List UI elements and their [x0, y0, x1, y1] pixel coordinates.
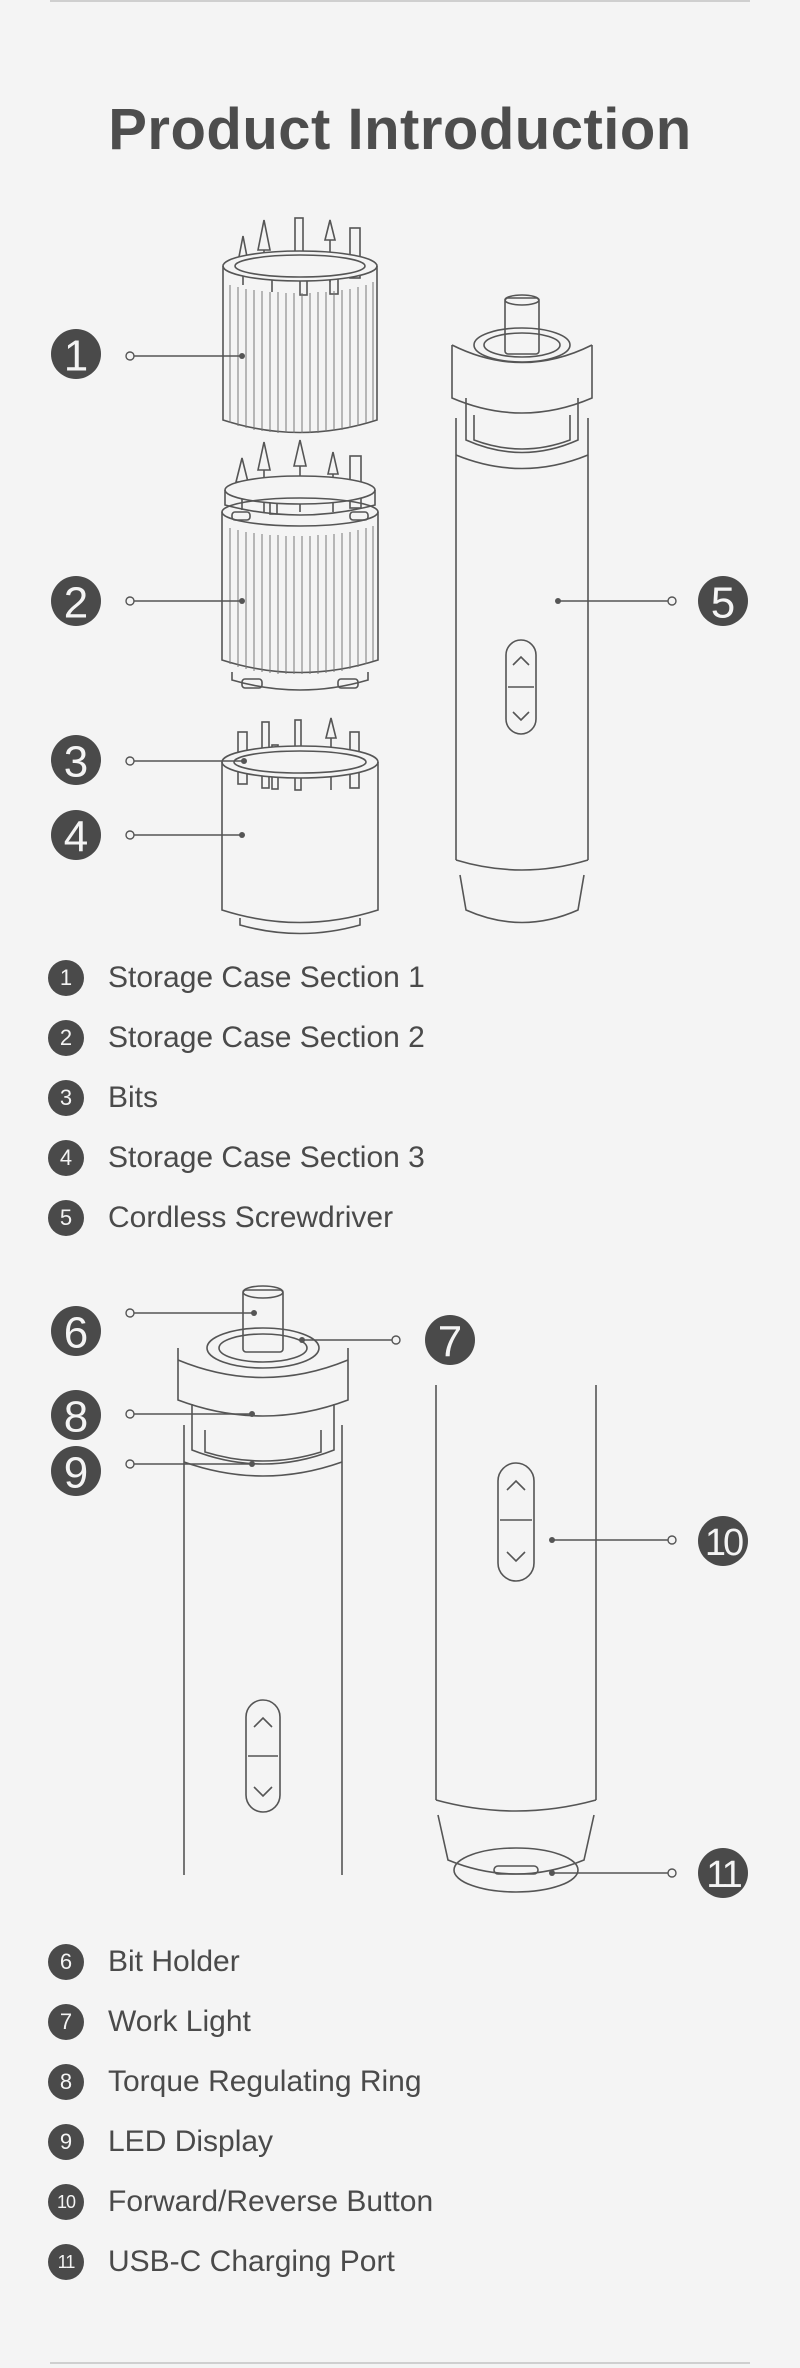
legend-item-1: 1 Storage Case Section 1: [48, 958, 425, 998]
exploded-view-diagram: 1 2 3 4 5: [51, 217, 748, 935]
legend-number: 11: [48, 2244, 84, 2280]
legend-number: 9: [48, 2124, 84, 2160]
legend-label: LED Display: [108, 2125, 274, 2158]
bottom-divider: [50, 2362, 750, 2364]
legend-label: Work Light: [108, 2005, 251, 2038]
legend-item-5: 5 Cordless Screwdriver: [48, 1198, 393, 1238]
legend-number: 4: [48, 1140, 84, 1176]
detail-view-diagram: 6 7 8 9 10 11: [51, 1285, 748, 1898]
svg-text:1: 1: [64, 332, 88, 381]
svg-text:5: 5: [711, 579, 735, 628]
callout-5: 5: [698, 576, 748, 628]
callout-3: 3: [51, 735, 101, 787]
legend-label: Storage Case Section 2: [108, 1021, 425, 1054]
legend-label: Storage Case Section 1: [108, 961, 425, 994]
top-divider: [50, 0, 750, 2]
legend-item-3: 3 Bits: [48, 1078, 158, 1118]
callout-7: 7: [425, 1315, 475, 1367]
legend-item-6: 6 Bit Holder: [48, 1942, 240, 1982]
svg-text:3: 3: [64, 738, 88, 787]
legend-number: 3: [48, 1080, 84, 1116]
legend-item-7: 7 Work Light: [48, 2002, 251, 2042]
callout-11: 11: [698, 1848, 748, 1898]
legend-label: Bit Holder: [108, 1945, 240, 1978]
storage-case-section-1: [222, 250, 378, 434]
legend-item-8: 8 Torque Regulating Ring: [48, 2062, 422, 2102]
screwdriver-front-illustration: [177, 1285, 349, 1875]
legend-number: 2: [48, 1020, 84, 1056]
legend-label: Torque Regulating Ring: [108, 2065, 422, 2098]
legend-item-4: 4 Storage Case Section 3: [48, 1138, 425, 1178]
legend-label: Forward/Reverse Button: [108, 2185, 434, 2218]
page-title: Product Introduction: [108, 97, 692, 162]
legend-label: Cordless Screwdriver: [108, 1201, 394, 1234]
svg-text:6: 6: [64, 1309, 88, 1358]
legend-number: 10: [48, 2184, 84, 2220]
legend-item-2: 2 Storage Case Section 2: [48, 1018, 425, 1058]
legend-number: 7: [48, 2004, 84, 2040]
legend-label: Storage Case Section 3: [108, 1141, 425, 1174]
callout-10: 10: [698, 1516, 748, 1566]
svg-text:10: 10: [705, 1522, 743, 1564]
svg-text:4: 4: [64, 813, 88, 862]
callout-8: 8: [51, 1390, 101, 1442]
callout-6: 6: [51, 1306, 101, 1358]
legend-top: 1 Storage Case Section 1 2 Storage Case …: [48, 958, 748, 1258]
cordless-screwdriver-illustration: [451, 294, 593, 924]
legend-bottom: 6 Bit Holder 7 Work Light 8 Torque Regul…: [48, 1942, 748, 2302]
svg-text:2: 2: [64, 579, 88, 628]
svg-text:11: 11: [706, 1854, 741, 1896]
svg-text:7: 7: [438, 1318, 462, 1367]
legend-item-11: 11 USB-C Charging Port: [48, 2242, 395, 2282]
legend-number: 1: [48, 960, 84, 996]
legend-number: 8: [48, 2064, 84, 2100]
callout-2: 2: [51, 576, 101, 628]
legend-number: 6: [48, 1944, 84, 1980]
legend-item-9: 9 LED Display: [48, 2122, 273, 2162]
svg-text:9: 9: [64, 1449, 88, 1498]
storage-case-section-2: [221, 475, 379, 691]
legend-label: Bits: [108, 1081, 159, 1114]
legend-number: 5: [48, 1200, 84, 1236]
callout-9: 9: [51, 1446, 101, 1498]
legend-item-10: 10 Forward/Reverse Button: [48, 2182, 433, 2222]
svg-text:8: 8: [64, 1393, 88, 1442]
storage-case-section-3: [221, 745, 379, 935]
legend-label: USB-C Charging Port: [108, 2245, 395, 2278]
callout-4: 4: [51, 810, 101, 862]
callout-1: 1: [51, 329, 101, 381]
screwdriver-back-illustration: [435, 1385, 597, 1893]
